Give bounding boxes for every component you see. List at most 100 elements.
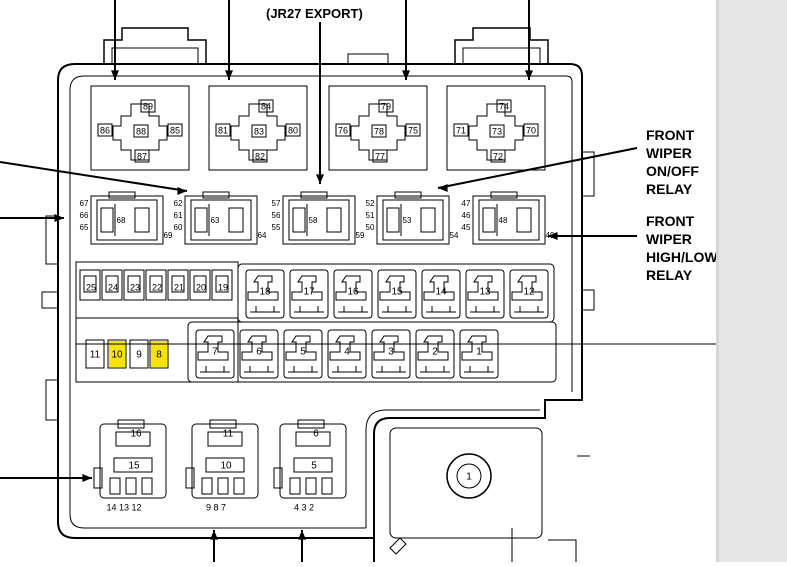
relay-pin-label: 50 xyxy=(366,223,375,232)
bottom-relay-side xyxy=(273,467,283,489)
cartridge-frame xyxy=(239,329,279,379)
scroll-strip[interactable] xyxy=(716,0,787,562)
stud-label: 1 xyxy=(466,472,472,483)
stud-bracket xyxy=(389,427,543,539)
cartridge-terminal-base xyxy=(288,366,318,373)
cartridge-terminal-base xyxy=(250,306,280,313)
cartridge-fuse: 7 xyxy=(195,329,235,379)
cartridge-label: 2 xyxy=(432,347,438,358)
cartridge-label: 18 xyxy=(259,287,271,298)
relay-terminal xyxy=(233,477,245,495)
callout-arrow-head xyxy=(402,70,410,80)
mounting-tab xyxy=(454,27,549,64)
relay-pin xyxy=(295,431,331,447)
minifuse-frame xyxy=(211,269,233,301)
relay-terminal xyxy=(141,477,153,495)
relay-pin xyxy=(134,149,150,163)
cartridge-fuse: 16 xyxy=(333,269,373,319)
relay-pin-label: 47 xyxy=(462,199,471,208)
cartridge-frame xyxy=(371,329,411,379)
relay-pin xyxy=(207,431,243,447)
relay-pin-label: 46 xyxy=(462,211,471,220)
minifuse-body xyxy=(171,275,185,293)
cartridge-terminal-base xyxy=(200,366,230,373)
cartridge-label: 4 xyxy=(344,347,350,358)
relay-pin-label: 67 xyxy=(80,199,89,208)
cartridge-terminal xyxy=(379,275,411,301)
relay-pin xyxy=(97,123,113,137)
cartridge-terminal xyxy=(247,275,279,301)
relay-pin-label: 10 xyxy=(220,461,232,472)
bottom-relay-side xyxy=(185,467,195,489)
relay-pin xyxy=(453,123,469,137)
housing-inner-step xyxy=(365,409,540,528)
callout-arrow-head xyxy=(82,474,92,482)
relay-pin xyxy=(258,99,274,113)
cartridge-terminal xyxy=(291,275,323,301)
minifuse-body xyxy=(127,275,141,293)
relay-pin-label: 80 xyxy=(288,125,298,135)
relay-pin-label: 88 xyxy=(136,126,146,136)
relay-pin-label: 51 xyxy=(366,211,375,220)
relay-pin-label: 78 xyxy=(374,126,384,136)
clip-icon xyxy=(389,537,407,555)
relay-pin-label: 60 xyxy=(174,223,183,232)
cartridge-terminal xyxy=(417,335,449,361)
relay-terminal xyxy=(420,207,436,233)
callout-line: WIPER xyxy=(646,145,692,161)
minifuse-label: 21 xyxy=(174,282,184,292)
relay-pin-label: 63 xyxy=(211,216,220,225)
bottom-relay-side xyxy=(93,467,103,489)
cartridge-terminal-base xyxy=(338,306,368,313)
cartridge-terminal-base xyxy=(514,306,544,313)
relay-pin-label: 69 xyxy=(164,231,173,240)
relay-pin-label: 48 xyxy=(499,216,508,225)
relay-pin xyxy=(490,149,506,163)
cartridge-block-bottom xyxy=(187,321,557,383)
cartridge-fuse: 12 xyxy=(509,269,549,319)
relay-pin-label: 72 xyxy=(493,151,503,161)
cartridge-terminal-base xyxy=(294,306,324,313)
cartridge-frame xyxy=(245,269,285,319)
cartridge-frame xyxy=(465,269,505,319)
large-relay-frame xyxy=(90,85,190,171)
mounting-tab-inner xyxy=(462,47,541,64)
callout-arrow-head xyxy=(548,232,558,240)
bottom-relay: 654 3 2 xyxy=(273,419,347,512)
relay-pin xyxy=(167,123,183,137)
relay-pin-numbers: 9 8 7 xyxy=(206,502,226,512)
micro-relay-frame xyxy=(282,195,356,245)
relay-pin xyxy=(285,123,301,137)
relay-pin-label: 81 xyxy=(218,125,228,135)
minifuse-label: 9 xyxy=(136,350,142,361)
housing-outline-left xyxy=(57,63,374,539)
minifuse-body xyxy=(105,275,119,293)
minifuse: 22 xyxy=(145,269,167,301)
relay-pin-label: 70 xyxy=(526,125,536,135)
cartridge-fuse: 14 xyxy=(421,269,461,319)
relay-pin-label: 58 xyxy=(309,216,318,225)
cartridge-label: 14 xyxy=(435,287,447,298)
relay-pin xyxy=(133,124,149,138)
relay-pin-numbers: 14 13 12 xyxy=(106,502,141,512)
cartridge-label: 12 xyxy=(523,287,535,298)
cartridge-label: 1 xyxy=(476,347,482,358)
micro-relay-frame xyxy=(472,195,546,245)
relay-pin-label: 66 xyxy=(80,211,89,220)
relay-pin-label: 16 xyxy=(130,429,142,440)
relay-pin-label: 52 xyxy=(366,199,375,208)
callout-line: RELAY xyxy=(646,181,693,197)
callout-line: WIPER xyxy=(646,231,692,247)
relay-terminal xyxy=(228,207,244,233)
relay-pin xyxy=(496,99,512,113)
cartridge-terminal-base xyxy=(376,366,406,373)
cartridge-label: 5 xyxy=(300,347,306,358)
relay-pin-label: 15 xyxy=(128,461,140,472)
relay-pin-label: 76 xyxy=(338,125,348,135)
bottom-relay-frame xyxy=(279,423,347,499)
minifuse-frame xyxy=(167,269,189,301)
micro-relay-tab xyxy=(300,191,328,199)
